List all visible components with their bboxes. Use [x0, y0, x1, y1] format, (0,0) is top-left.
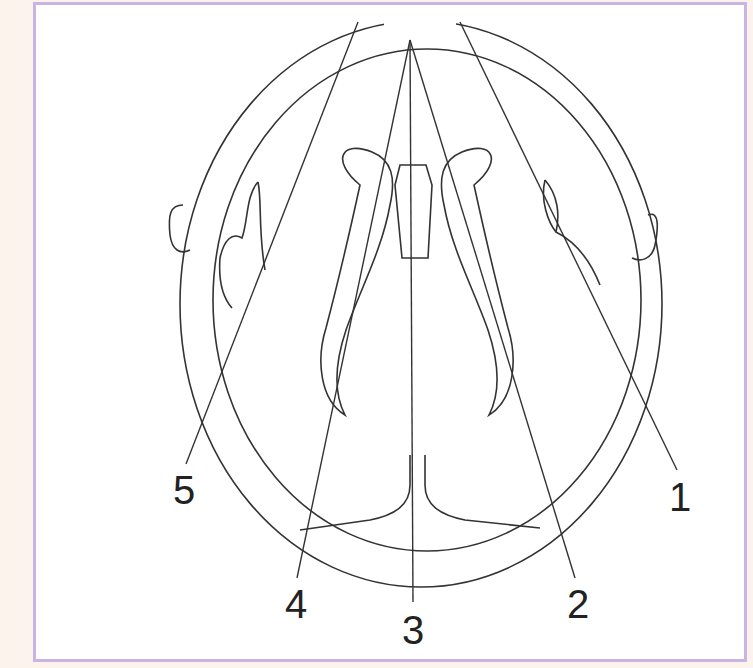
ear-left [169, 205, 190, 252]
callout-number: 5 [173, 470, 195, 510]
third-ventricle [395, 165, 432, 258]
leader-line [460, 22, 677, 470]
skull-outer [180, 21, 662, 587]
leader-line [410, 40, 575, 578]
callout-number: 4 [285, 584, 307, 624]
falx-right [425, 455, 540, 528]
leader-line [186, 22, 358, 464]
leader-line [297, 40, 410, 578]
skull-gap [384, 12, 456, 32]
callout-number: 3 [402, 610, 424, 650]
sylvian-fissure-left-inner [258, 182, 265, 270]
callout-number: 2 [567, 584, 589, 624]
callout-number: 1 [669, 477, 691, 517]
ear-right [632, 214, 657, 260]
lateral-ventricle-right [441, 148, 513, 415]
sylvian-fissure-left [220, 182, 258, 308]
skull-inner [213, 49, 641, 551]
leader-line [410, 40, 413, 602]
sylvian-fissure-right [545, 180, 600, 285]
lateral-ventricle-left [321, 148, 393, 415]
falx-left [300, 455, 410, 530]
